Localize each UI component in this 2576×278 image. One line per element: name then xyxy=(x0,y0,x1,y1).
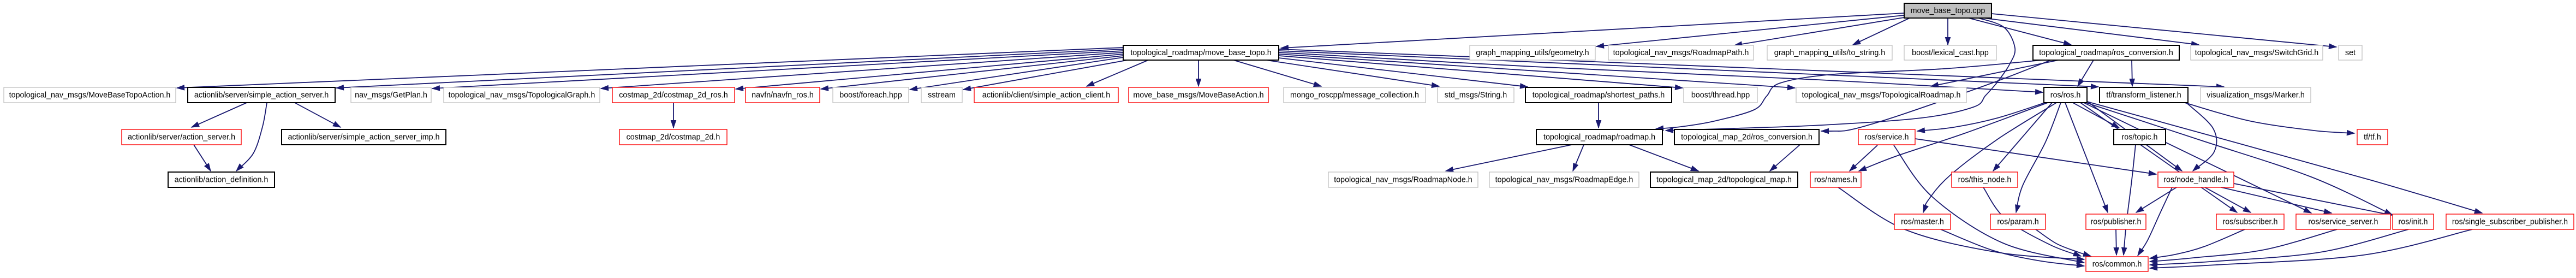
svg-text:boost/lexical_cast.hpp: boost/lexical_cast.hpp xyxy=(1912,49,1989,57)
svg-text:tf/transform_listener.h: tf/transform_listener.h xyxy=(2106,91,2181,100)
svg-text:ros/names.h: ros/names.h xyxy=(1814,176,1857,185)
svg-text:actionlib/client/simple_action: actionlib/client/simple_action_client.h xyxy=(982,91,1110,100)
svg-text:topological_map_2d/topological: topological_map_2d/topological_map.h xyxy=(1656,176,1792,185)
svg-text:ros/service.h: ros/service.h xyxy=(1864,133,1909,142)
svg-text:topological_nav_msgs/Topologic: topological_nav_msgs/TopologicalRoadmap.… xyxy=(1802,91,1961,100)
svg-text:tf/tf.h: tf/tf.h xyxy=(2364,133,2381,142)
svg-text:topological_nav_msgs/Topologic: topological_nav_msgs/TopologicalGraph.h xyxy=(449,91,595,100)
svg-text:mongo_roscpp/message_collectio: mongo_roscpp/message_collection.h xyxy=(1290,91,1419,100)
svg-text:std_msgs/String.h: std_msgs/String.h xyxy=(1445,91,1507,100)
svg-text:ros/topic.h: ros/topic.h xyxy=(2122,133,2158,142)
svg-text:boost/thread.hpp: boost/thread.hpp xyxy=(1691,91,1750,100)
svg-text:ros/subscriber.h: ros/subscriber.h xyxy=(2223,218,2278,227)
svg-text:ros/this_node.h: ros/this_node.h xyxy=(1958,176,2012,185)
svg-text:ros/param.h: ros/param.h xyxy=(1997,218,2038,227)
svg-text:costmap_2d/costmap_2d.h: costmap_2d/costmap_2d.h xyxy=(627,133,720,142)
svg-text:topological_map_2d/ros_convers: topological_map_2d/ros_conversion.h xyxy=(1681,133,1812,142)
svg-text:ros/ros.h: ros/ros.h xyxy=(2050,91,2081,100)
svg-text:actionlib/server/simple_action: actionlib/server/simple_action_server.h xyxy=(194,91,329,100)
svg-text:nav_msgs/GetPlan.h: nav_msgs/GetPlan.h xyxy=(355,91,427,100)
svg-text:ros/service_server.h: ros/service_server.h xyxy=(2309,218,2378,227)
svg-text:ros/init.h: ros/init.h xyxy=(2398,218,2428,227)
svg-text:sstream: sstream xyxy=(928,91,956,100)
svg-text:move_base_msgs/MoveBaseAction.: move_base_msgs/MoveBaseAction.h xyxy=(1133,91,1263,100)
svg-text:ros/publisher.h: ros/publisher.h xyxy=(2091,218,2142,227)
svg-text:topological_nav_msgs/RoadmapNo: topological_nav_msgs/RoadmapNode.h xyxy=(1334,176,1472,185)
svg-text:topological_roadmap/move_base_: topological_roadmap/move_base_topo.h xyxy=(1130,49,1271,57)
svg-text:move_base_topo.cpp: move_base_topo.cpp xyxy=(1911,7,1985,15)
svg-text:topological_nav_msgs/RoadmapEd: topological_nav_msgs/RoadmapEdge.h xyxy=(1495,176,1633,185)
svg-text:topological_nav_msgs/MoveBaseT: topological_nav_msgs/MoveBaseTopoAction.… xyxy=(9,91,171,100)
svg-text:graph_mapping_utils/geometry.h: graph_mapping_utils/geometry.h xyxy=(1476,49,1589,57)
svg-text:topological_nav_msgs/SwitchGri: topological_nav_msgs/SwitchGrid.h xyxy=(2195,49,2319,57)
svg-text:ros/single_subscriber_publishe: ros/single_subscriber_publisher.h xyxy=(2452,218,2568,227)
svg-text:topological_roadmap/shortest_p: topological_roadmap/shortest_paths.h xyxy=(1533,91,1665,100)
svg-text:actionlib/action_definition.h: actionlib/action_definition.h xyxy=(175,176,269,185)
svg-text:navfn/navfn_ros.h: navfn/navfn_ros.h xyxy=(752,91,814,100)
svg-text:actionlib/server/action_server: actionlib/server/action_server.h xyxy=(128,133,235,142)
svg-text:ros/node_handle.h: ros/node_handle.h xyxy=(2163,176,2228,185)
svg-text:ros/common.h: ros/common.h xyxy=(2092,260,2142,269)
svg-text:visualization_msgs/Marker.h: visualization_msgs/Marker.h xyxy=(2207,91,2305,100)
svg-text:actionlib/server/simple_action: actionlib/server/simple_action_server_im… xyxy=(288,133,439,142)
svg-text:topological_nav_msgs/RoadmapPa: topological_nav_msgs/RoadmapPath.h xyxy=(1613,49,1749,57)
svg-text:ros/master.h: ros/master.h xyxy=(1901,218,1944,227)
svg-text:topological_roadmap/ros_conver: topological_roadmap/ros_conversion.h xyxy=(2039,49,2173,57)
svg-text:set: set xyxy=(2345,49,2356,57)
svg-text:costmap_2d/costmap_2d_ros.h: costmap_2d/costmap_2d_ros.h xyxy=(619,91,728,100)
svg-text:graph_mapping_utils/to_string.: graph_mapping_utils/to_string.h xyxy=(1774,49,1886,57)
svg-text:boost/foreach.hpp: boost/foreach.hpp xyxy=(839,91,902,100)
svg-text:topological_roadmap/roadmap.h: topological_roadmap/roadmap.h xyxy=(1543,133,1655,142)
